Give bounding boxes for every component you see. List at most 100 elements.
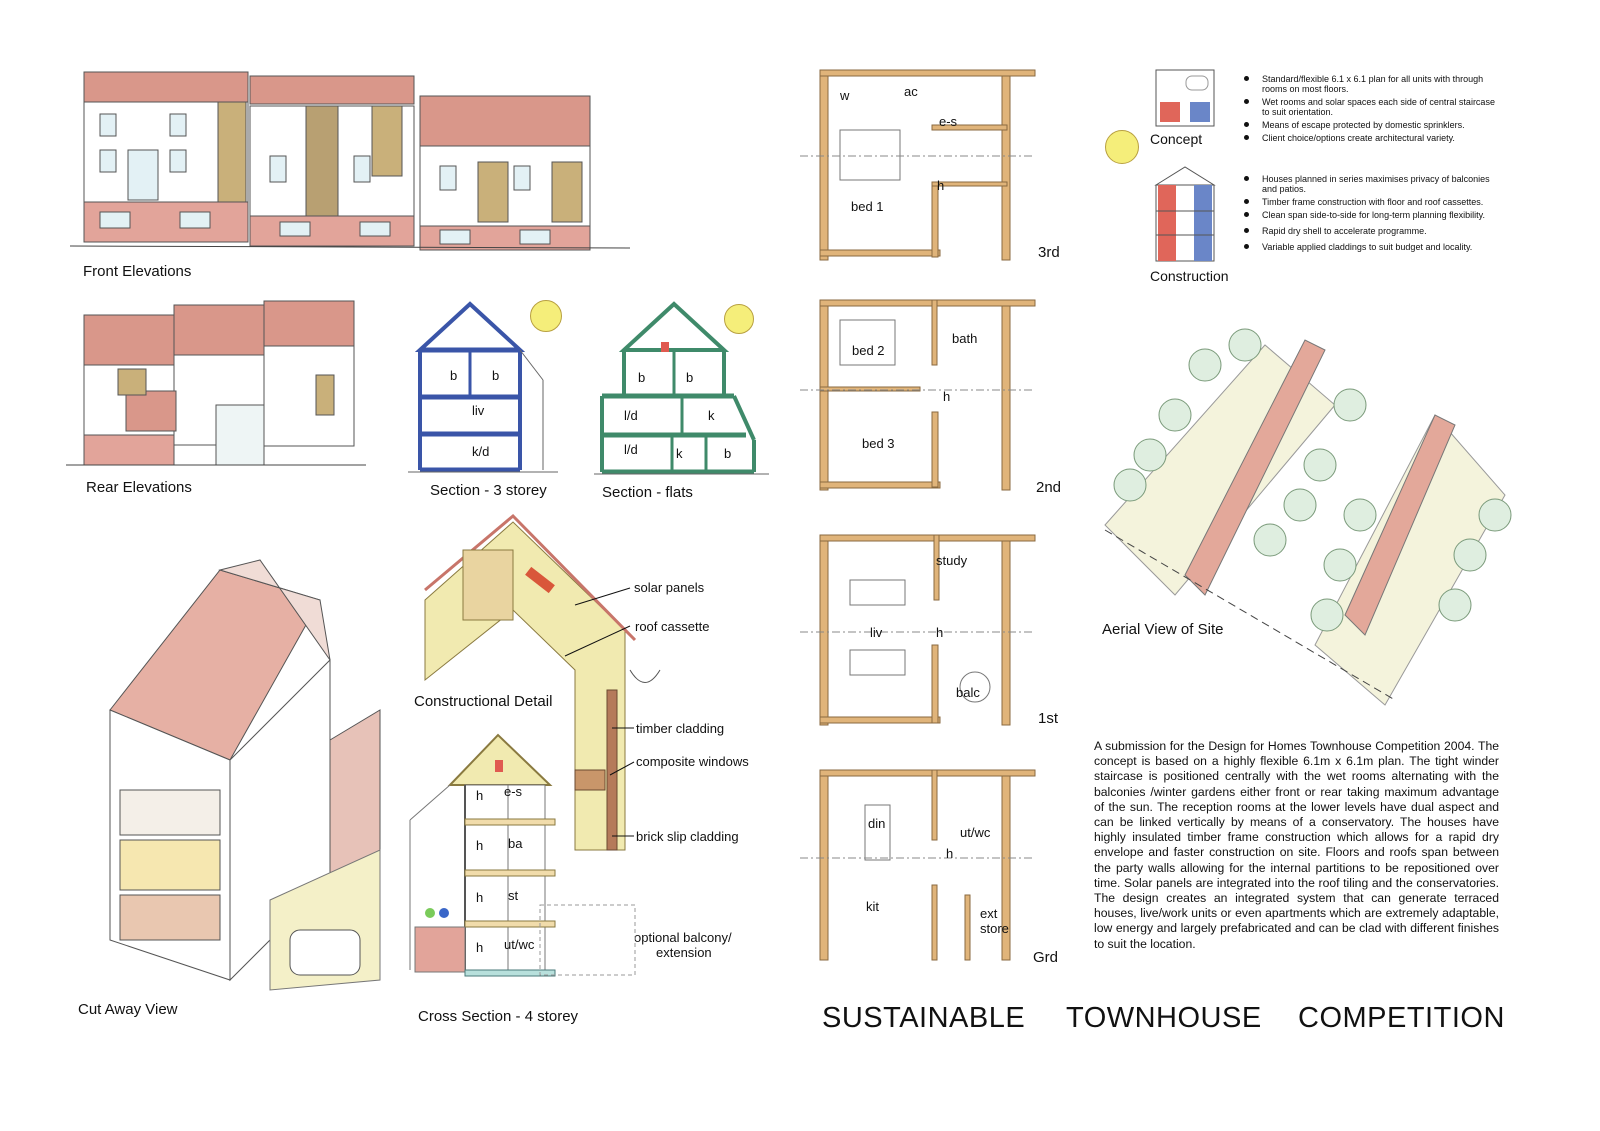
- room-label: h: [936, 625, 944, 640]
- construction-caption: Construction: [1150, 268, 1229, 284]
- room-label: w: [840, 88, 850, 103]
- callout-solar-panels: solar panels: [634, 580, 705, 595]
- front-elevations-drawing: [69, 70, 631, 251]
- room-label: k: [676, 446, 683, 461]
- room-label: e-s: [939, 114, 958, 129]
- section-3-storey-caption: Section - 3 storey: [430, 482, 547, 499]
- bullet-item: Client choice/options create architectur…: [1242, 133, 1502, 143]
- room-label: h: [476, 788, 484, 803]
- concept-plan-icon: [1155, 69, 1215, 127]
- section-flats-drawing: [594, 290, 769, 480]
- title-word-townhouse: TOWNHOUSE: [1066, 1002, 1262, 1034]
- floor-plan-3rd-walls: [800, 69, 1036, 261]
- rear-elevations-caption: Rear Elevations: [86, 479, 192, 496]
- room-label: balc: [956, 685, 980, 700]
- room-label: ac: [904, 84, 918, 99]
- room-label: h: [476, 838, 484, 853]
- room-label: bath: [952, 331, 978, 346]
- room-label: kit: [866, 899, 879, 914]
- room-label: bed 2: [852, 343, 885, 358]
- cut-away-illustration: [109, 559, 381, 991]
- aerial-view-illustration: [1104, 328, 1512, 706]
- bullet-item: Standard/flexible 6.1 x 6.1 plan for all…: [1242, 74, 1502, 94]
- front-elevations-illustration: [69, 71, 631, 251]
- bullet-item: Variable applied claddings to suit budge…: [1242, 242, 1502, 252]
- floor-level-label: 3rd: [1038, 244, 1060, 261]
- section-flats-caption: Section - flats: [602, 484, 693, 501]
- constructional-detail-caption: Constructional Detail: [414, 693, 553, 710]
- cut-away-view-drawing: [70, 559, 381, 991]
- floor-plan-2nd-walls: [800, 299, 1036, 491]
- rear-elevations-drawing: [66, 295, 366, 470]
- aerial-view-caption: Aerial View of Site: [1102, 621, 1224, 638]
- room-label: b: [686, 370, 694, 385]
- room-label: l/d: [624, 408, 638, 423]
- room-label: e-s: [504, 784, 523, 799]
- room-label: ext: [980, 906, 998, 921]
- room-label: b: [492, 368, 500, 383]
- room-label: store: [980, 921, 1009, 936]
- room-label: h: [946, 846, 954, 861]
- room-label: liv: [472, 403, 485, 418]
- construction-diagram: [1150, 165, 1220, 265]
- room-label: ut/wc: [504, 937, 535, 952]
- bullet-item: Clean span side-to-side for long-term pl…: [1242, 210, 1502, 220]
- sun-icon: [724, 304, 754, 334]
- concept-bullet-list: Standard/flexible 6.1 x 6.1 plan for all…: [1242, 74, 1502, 146]
- room-label: h: [476, 890, 484, 905]
- section-flats-illustration: [594, 301, 769, 475]
- cut-away-view-caption: Cut Away View: [78, 1001, 178, 1018]
- room-label: b: [724, 446, 732, 461]
- floor-level-label: Grd: [1033, 949, 1059, 966]
- aerial-view-drawing: [1095, 315, 1515, 706]
- front-elevations-caption: Front Elevations: [83, 263, 192, 280]
- description-paragraph: A submission for the Design for Homes To…: [1094, 739, 1499, 951]
- section-3-storey-drawing: [408, 290, 558, 480]
- bullet-item: Wet rooms and solar spaces each side of …: [1242, 97, 1502, 117]
- room-label: h: [937, 178, 945, 193]
- callout-leader-lines: [564, 587, 635, 837]
- callout-extension: extension: [656, 945, 712, 960]
- room-label: ba: [508, 836, 523, 851]
- sun-icon: [1105, 130, 1139, 164]
- floor-plan-3rd: [800, 69, 1036, 261]
- title-word-sustainable: SUSTAINABLE: [822, 1002, 1026, 1034]
- section-3-storey-illustration: [408, 301, 558, 473]
- constructional-detail-drawing: [424, 513, 661, 851]
- room-label: bed 1: [851, 199, 884, 214]
- concept-caption: Concept: [1150, 131, 1203, 147]
- callout-brick-slip-cladding: brick slip cladding: [636, 829, 739, 844]
- title-word-competition: COMPETITION: [1298, 1002, 1505, 1034]
- cross-section-caption: Cross Section - 4 storey: [418, 1008, 579, 1025]
- construction-bullet-list: Houses planned in series maximises priva…: [1242, 174, 1502, 255]
- callout-roof-cassette: roof cassette: [635, 619, 710, 634]
- bullet-item: Means of escape protected by domestic sp…: [1242, 120, 1502, 130]
- bullet-item: Rapid dry shell to accelerate programme.: [1242, 226, 1502, 236]
- bullet-item: Timber frame construction with floor and…: [1242, 197, 1502, 207]
- room-label: h: [943, 389, 951, 404]
- room-label: liv: [870, 625, 883, 640]
- room-label: h: [476, 940, 484, 955]
- room-label: bed 3: [862, 436, 895, 451]
- cross-section-illustration: [409, 733, 636, 977]
- callout-composite-windows: composite windows: [636, 754, 749, 769]
- sun-icon: [530, 300, 562, 332]
- room-label: k: [708, 408, 715, 423]
- rear-elevations-illustration: [66, 300, 366, 466]
- cross-section-drawing: [409, 725, 636, 985]
- concept-diagram: [1150, 66, 1220, 130]
- floor-level-label: 2nd: [1036, 479, 1062, 496]
- room-label: study: [936, 553, 968, 568]
- room-label: st: [508, 888, 519, 903]
- construction-section-icon: [1154, 166, 1216, 262]
- bullet-item: Houses planned in series maximises priva…: [1242, 174, 1502, 194]
- floor-plan-2nd: [800, 299, 1036, 491]
- callout-optional-balcony: optional balcony/: [634, 930, 732, 945]
- floor-plan-grd-walls: [800, 769, 1036, 961]
- callout-timber-cladding: timber cladding: [636, 721, 725, 736]
- room-label: l/d: [624, 442, 638, 457]
- floor-plan-1st-walls: [800, 534, 1036, 726]
- floor-plan-1st: [800, 534, 1036, 726]
- floor-plan-grd: [800, 769, 1036, 961]
- floor-level-label: 1st: [1038, 710, 1059, 727]
